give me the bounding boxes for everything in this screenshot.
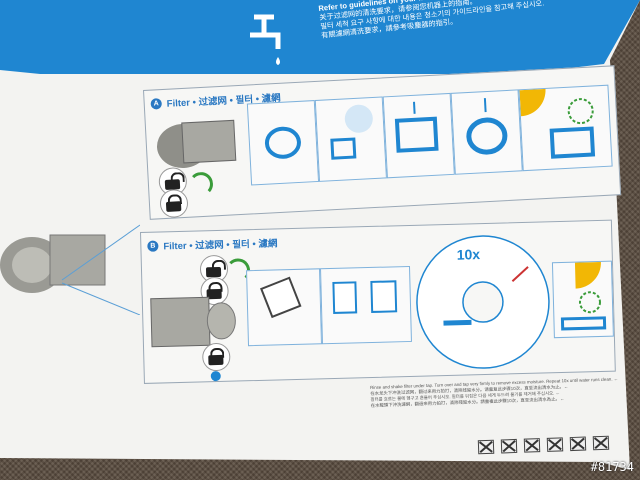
indicator-dot bbox=[210, 370, 221, 382]
do-not-icon bbox=[523, 438, 541, 453]
step-b3 bbox=[551, 260, 614, 339]
wash-cycle-diagram bbox=[416, 235, 550, 369]
step-a3 bbox=[382, 92, 455, 179]
step-a4 bbox=[450, 89, 523, 175]
motor-housing-icon bbox=[150, 296, 236, 348]
vacuum-body-icon bbox=[156, 119, 237, 168]
vacuum-illustration bbox=[0, 224, 140, 315]
tap-icon bbox=[250, 14, 281, 65]
filter-in-water bbox=[443, 319, 472, 326]
step-a1 bbox=[246, 100, 320, 186]
step-b2 bbox=[320, 265, 412, 345]
wash-count: 10x bbox=[456, 246, 481, 263]
do-not-icon bbox=[546, 437, 564, 452]
section-a-badge: A bbox=[150, 97, 162, 110]
do-not-icon bbox=[500, 438, 518, 454]
photo-watermark: #81734 bbox=[590, 460, 634, 474]
step-b1 bbox=[246, 268, 323, 347]
section-b-title-text: Filter • 过滤网 • 필터 • 濾網 bbox=[163, 238, 278, 253]
do-not-icon bbox=[569, 436, 587, 452]
do-not-icon bbox=[592, 435, 610, 451]
step-a5 bbox=[518, 84, 613, 172]
sun-icon bbox=[574, 261, 601, 289]
clock-24h-icon bbox=[578, 291, 601, 314]
water-drop-icon bbox=[511, 266, 529, 283]
clock-24h-icon bbox=[567, 98, 594, 125]
section-b-panel: B Filter • 过滤网 • 필터 • 濾網 10x bbox=[140, 219, 616, 384]
section-a-panel: A Filter • 过滤网 • 필터 • 濾網 bbox=[143, 65, 622, 220]
sun-icon bbox=[519, 88, 546, 117]
section-b-title: B Filter • 过滤网 • 필터 • 濾網 bbox=[147, 235, 278, 253]
do-not-icon bbox=[477, 439, 495, 455]
instruction-banner bbox=[0, 0, 640, 74]
section-b-badge: B bbox=[147, 240, 159, 252]
lock-icon bbox=[159, 188, 189, 219]
rotate-arrow-icon bbox=[188, 171, 214, 197]
lock-icon bbox=[201, 342, 231, 372]
step-a2 bbox=[314, 96, 387, 182]
